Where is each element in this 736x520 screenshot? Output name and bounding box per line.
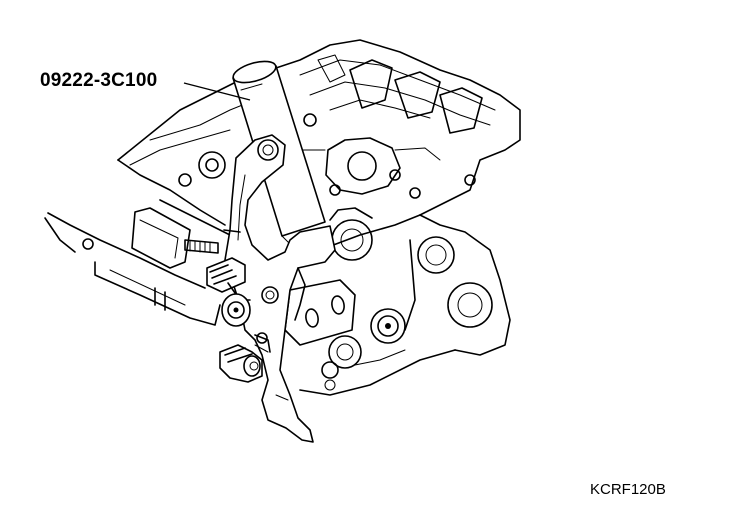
lower-sensor	[219, 332, 271, 383]
figure-code: KCRF120B	[590, 481, 666, 498]
tool-callout-label: 09222-3C100	[40, 70, 158, 91]
tensioner-bracket	[223, 134, 336, 443]
cylinder-head	[117, 39, 521, 236]
callout-leader-line	[183, 82, 251, 101]
side-plate	[44, 207, 221, 326]
pivot-bushing	[221, 286, 279, 327]
